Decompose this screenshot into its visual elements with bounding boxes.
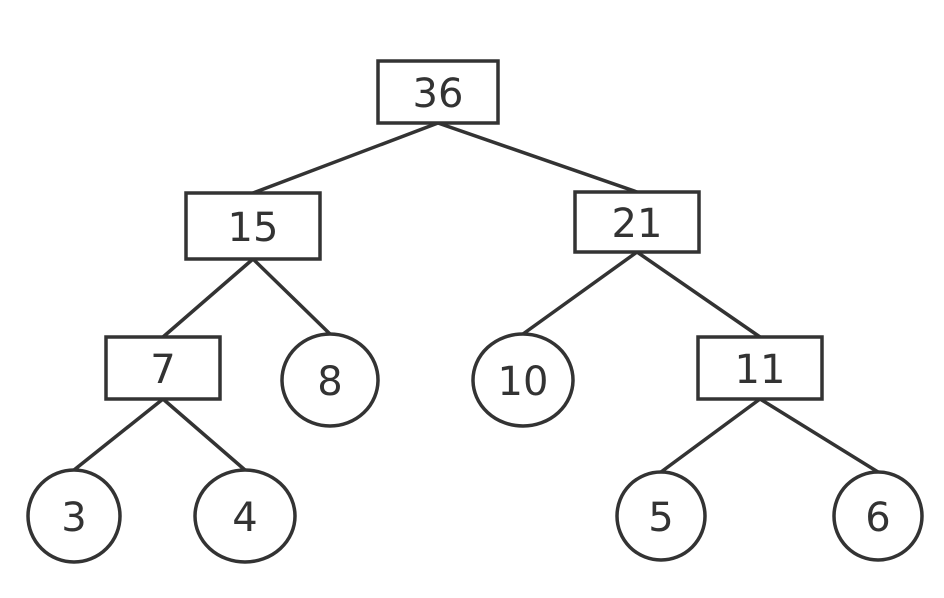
- node-circle: [193, 468, 297, 564]
- edge-n7-n4: [161, 397, 247, 472]
- node-label: 10: [498, 359, 549, 405]
- tree-node-7: 7: [104, 335, 222, 401]
- node-box: [696, 335, 824, 401]
- edge-n36-n21: [436, 121, 639, 194]
- tree-node-11: 11: [696, 335, 824, 401]
- edge-n21-n10: [521, 250, 639, 336]
- tree-node-21: 21: [573, 190, 701, 254]
- edge-n15-n7: [161, 257, 255, 339]
- node-circle: [832, 470, 924, 562]
- node-label: 4: [232, 495, 257, 541]
- tree-node-15: 15: [184, 191, 322, 261]
- edge-n11-n5: [659, 397, 762, 474]
- node-circle: [26, 468, 122, 564]
- node-box: [376, 59, 500, 125]
- tree-node-10: 10: [471, 332, 575, 428]
- tree-node-6: 6: [832, 470, 924, 562]
- node-label: 8: [317, 359, 342, 405]
- node-circle: [615, 470, 707, 562]
- tree-node-4: 4: [193, 468, 297, 564]
- node-label: 6: [865, 495, 890, 541]
- edge-n21-n11: [635, 250, 762, 339]
- node-label: 3: [61, 495, 86, 541]
- tree-node-8: 8: [280, 332, 380, 428]
- node-box: [184, 191, 322, 261]
- node-circle: [280, 332, 380, 428]
- node-label: 7: [150, 347, 175, 393]
- node-label: 5: [648, 495, 673, 541]
- tree-edges: [72, 121, 880, 474]
- edge-n36-n15: [251, 121, 440, 195]
- tree-node-3: 3: [26, 468, 122, 564]
- node-label: 11: [735, 347, 786, 393]
- tree-node-5: 5: [615, 470, 707, 562]
- edge-n11-n6: [758, 397, 880, 474]
- edge-n7-n3: [72, 397, 165, 472]
- tree-node-36: 36: [376, 59, 500, 125]
- edge-n15-n8: [251, 257, 332, 336]
- node-label: 21: [612, 201, 663, 247]
- node-box: [573, 190, 701, 254]
- tree-nodes: 36 15 21 7 8 10 11 3 4 5 6: [26, 59, 924, 564]
- node-label: 15: [228, 205, 279, 251]
- node-label: 36: [413, 71, 464, 117]
- node-circle: [471, 332, 575, 428]
- node-box: [104, 335, 222, 401]
